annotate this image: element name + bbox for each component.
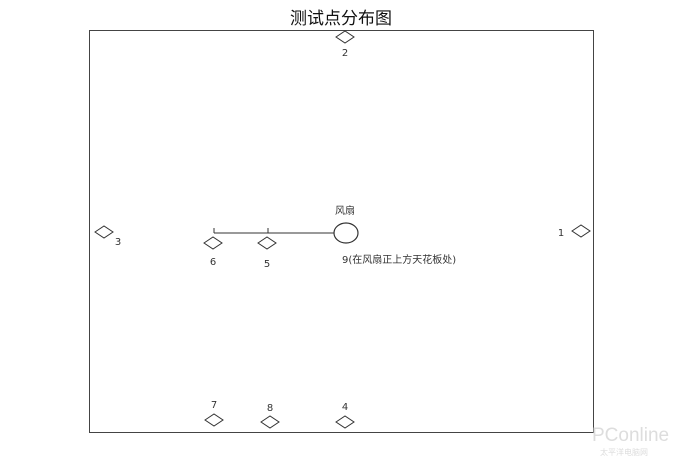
- test-point-2-label: 2: [342, 48, 348, 59]
- test-point-5-label: 5: [264, 259, 270, 270]
- fan-icon: [333, 222, 359, 244]
- test-point-2-diamond-icon: [335, 30, 355, 44]
- diagram-title: 测试点分布图: [290, 9, 392, 29]
- test-point-6-diamond-icon: [203, 236, 223, 250]
- test-point-5-diamond-icon: [257, 236, 277, 250]
- test-point-7-diamond-icon: [204, 413, 224, 427]
- test-point-6-label: 6: [210, 257, 216, 268]
- point-9-label: 9(在风扇正上方天花板处): [342, 253, 456, 266]
- points-layer: 1 2 3 4 5 6 7 8: [94, 30, 591, 429]
- test-point-3-diamond-icon: [94, 225, 114, 239]
- test-point-4-label: 4: [342, 402, 348, 413]
- test-point-8-label: 8: [267, 403, 273, 414]
- watermark-sub: 太平洋电脑网: [600, 447, 648, 457]
- test-point-1-diamond-icon: [571, 224, 591, 238]
- watermark-brand: PConline: [592, 425, 669, 446]
- test-point-8-diamond-icon: [260, 415, 280, 429]
- watermark-logo: PConline 太平洋电脑网: [592, 425, 669, 457]
- test-point-7-label: 7: [211, 400, 217, 411]
- test-point-1-label: 1: [558, 228, 564, 239]
- room-outline: [89, 30, 594, 433]
- test-point-3-label: 3: [115, 237, 121, 248]
- fan-label: 风扇: [335, 204, 355, 217]
- test-point-4-diamond-icon: [335, 415, 355, 429]
